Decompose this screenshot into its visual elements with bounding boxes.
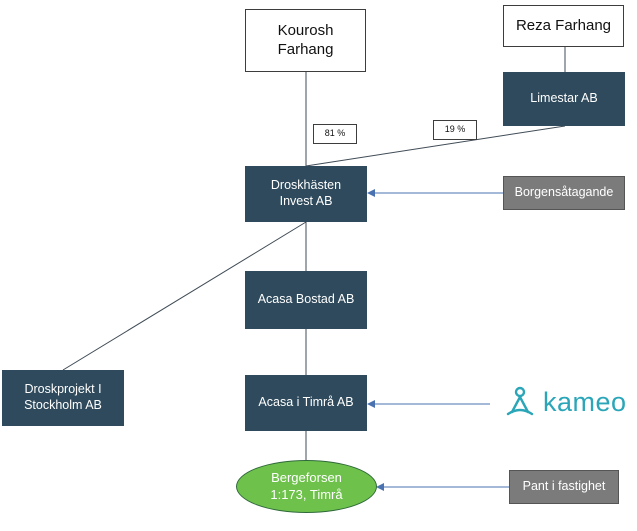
node-limestar-label: Limestar AB: [530, 91, 598, 106]
node-reza-label: Reza Farhang: [515, 16, 612, 34]
kameo-logo-text: kameo: [543, 386, 627, 417]
node-bergeforsen-label: Bergeforsen 1:173, Timrå: [270, 470, 343, 502]
badge-limestar-share-label: 19 %: [444, 124, 466, 135]
node-borgen-label: Borgensåtagande: [514, 185, 614, 200]
node-bergeforsen: Bergeforsen 1:173, Timrå: [236, 460, 377, 513]
node-borgen: Borgensåtagande: [503, 176, 625, 210]
node-acasa-bostad: Acasa Bostad AB: [245, 271, 367, 329]
node-acasa-timra-label: Acasa i Timrå AB: [258, 395, 354, 410]
badge-kourosh-share-label: 81 %: [324, 128, 346, 139]
node-limestar: Limestar AB: [503, 72, 625, 126]
node-droskhasten-label: Droskhästen Invest AB: [270, 178, 342, 208]
node-droskhasten: Droskhästen Invest AB: [245, 166, 367, 222]
node-pant: Pant i fastighet: [509, 470, 619, 504]
badge-kourosh-share: 81 %: [313, 124, 357, 144]
node-kourosh-label: Kourosh Farhang: [277, 21, 334, 58]
line-limestar-droskhasten: [305, 125, 566, 167]
node-pant-label: Pant i fastighet: [522, 479, 606, 494]
kameo-logo-icon: [506, 386, 534, 416]
node-reza: Reza Farhang: [503, 5, 624, 47]
node-kourosh: Kourosh Farhang: [245, 9, 366, 72]
badge-limestar-share: 19 %: [433, 120, 477, 140]
line-droskhasten-droskprojekt: [62, 221, 307, 371]
node-acasa-timra: Acasa i Timrå AB: [245, 375, 367, 431]
node-droskprojekt: Droskprojekt I Stockholm AB: [2, 370, 124, 426]
node-droskprojekt-label: Droskprojekt I Stockholm AB: [24, 382, 102, 412]
kameo-logo: kameo: [503, 384, 633, 420]
node-acasa-bostad-label: Acasa Bostad AB: [257, 292, 355, 307]
